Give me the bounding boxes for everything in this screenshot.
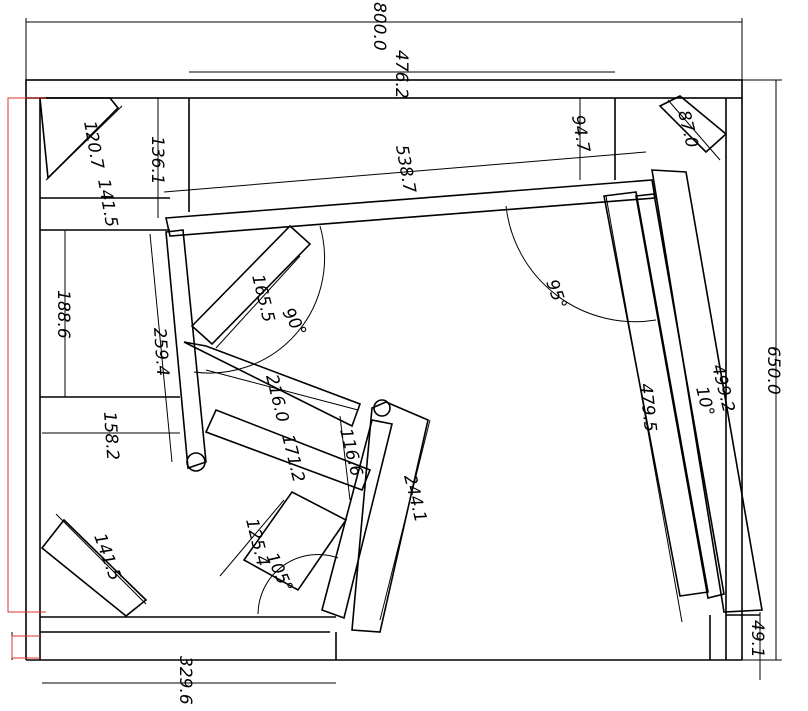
dim-top-right-notch: 94.7 (567, 113, 593, 154)
red-brackets (7, 97, 46, 659)
dim-bottom-width: 329.6 (175, 656, 195, 705)
dim-angle-right: 95° (541, 277, 570, 312)
dimension-lines (11, 18, 782, 684)
right-struts (603, 169, 763, 613)
dim-overall-height: 650.0 (763, 346, 783, 395)
dim-lower-column: 244.1 (399, 472, 430, 524)
dim-left-top-slot: 120.7 (79, 119, 107, 171)
dim-left-lower-shelf-width: 158.2 (99, 411, 122, 461)
dim-bottom-right-gap: 49.1 (747, 620, 767, 658)
dim-small-block: 116.6 (335, 426, 366, 478)
dim-inner-beam: 216.0 (261, 372, 292, 424)
dim-left-bottom-slot: 141.5 (89, 531, 124, 584)
dim-left-strut-length: 259.4 (149, 327, 172, 377)
outer-frame (25, 79, 760, 661)
dim-left-upper-shelf-width: 141.5 (93, 177, 121, 228)
dim-overall-width: 800.0 (369, 2, 389, 51)
dim-top-opening: 476.2 (391, 50, 411, 99)
dim-left-upper-shelf-height: 136.1 (147, 136, 167, 185)
dim-angle-upper: 90° (278, 305, 310, 341)
left-strut (165, 229, 207, 472)
dim-diagonal-beam: 538.7 (391, 143, 419, 195)
dim-right-strut-length: 479.5 (635, 382, 660, 432)
dim-left-middle-height: 188.6 (53, 290, 73, 339)
dim-top-right-slot: 87.0 (673, 108, 702, 150)
inner-parts (39, 95, 728, 633)
dim-small-strut: 171.2 (277, 432, 308, 484)
top-opening (188, 98, 616, 212)
